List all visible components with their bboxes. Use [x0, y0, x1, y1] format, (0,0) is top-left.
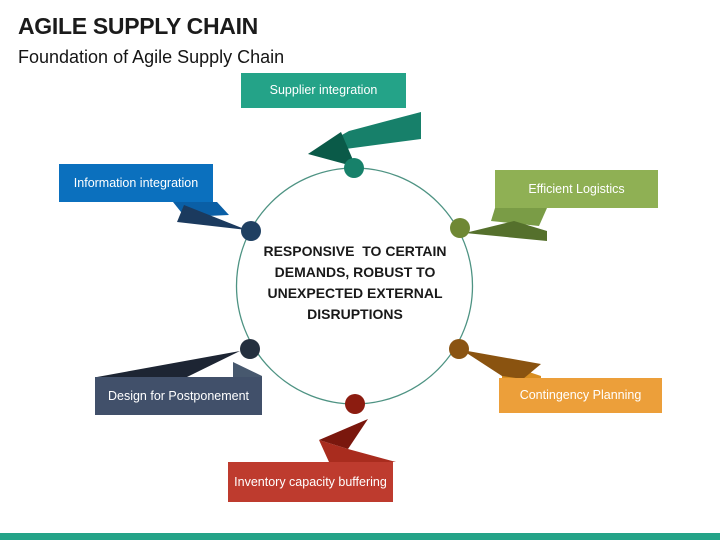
node-dot-contingency-planning [449, 339, 469, 359]
ribbon-supplier-integration [308, 112, 421, 167]
banner-design-for-postponement: Design for Postponement [95, 377, 262, 415]
ribbon-information-integration [173, 202, 247, 230]
banner-label: Design for Postponement [107, 388, 250, 403]
node-dot-information-integration [241, 221, 261, 241]
banner-inventory-capacity-buffering: Inventory capacity buffering [228, 462, 393, 502]
banner-label: Efficient Logistics [528, 181, 625, 196]
banner-label: Inventory capacity buffering [234, 474, 387, 489]
banner-supplier-integration: Supplier integration [241, 73, 406, 108]
node-dot-inventory-capacity-buffering [345, 394, 365, 414]
bottom-accent-bar [0, 533, 720, 540]
node-dot-efficient-logistics [450, 218, 470, 238]
ribbon-contingency-planning [462, 350, 541, 379]
ribbon-design-for-postponement [97, 351, 262, 378]
banner-label: Contingency Planning [519, 388, 642, 403]
ribbon-efficient-logistics [465, 208, 547, 241]
ribbon-inventory-capacity-buffering [319, 419, 396, 462]
banner-efficient-logistics: Efficient Logistics [495, 170, 658, 208]
banner-contingency-planning: Contingency Planning [499, 378, 662, 413]
page-subtitle: Foundation of Agile Supply Chain [18, 47, 285, 67]
page-title: AGILE SUPPLY CHAIN [18, 13, 258, 39]
hub-center-text: RESPONSIVE TO CERTAIN DEMANDS, ROBUST TO… [263, 243, 447, 322]
node-dot-design-for-postponement [240, 339, 260, 359]
banner-label: Information integration [73, 175, 199, 190]
node-dot-supplier-integration [344, 158, 364, 178]
banner-label: Supplier integration [269, 83, 378, 98]
banner-information-integration: Information integration [59, 164, 213, 202]
